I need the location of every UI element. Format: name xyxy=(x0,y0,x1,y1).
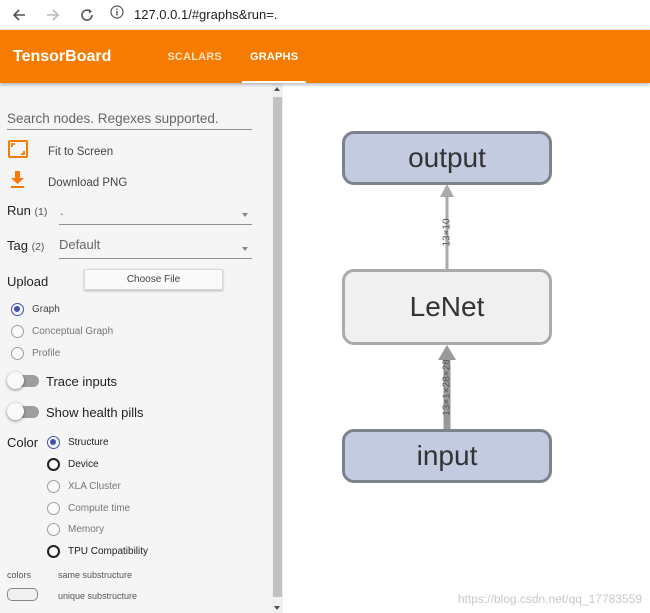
radio-button[interactable] xyxy=(47,502,60,515)
radio-color-compute-time[interactable]: Compute time xyxy=(47,502,130,515)
tag-label: Tag (2) xyxy=(7,238,45,253)
health-pills-toggle[interactable]: Show health pills xyxy=(7,403,144,420)
fit-to-screen-label: Fit to Screen xyxy=(48,145,114,158)
radio-color-memory[interactable]: Memory xyxy=(47,523,104,536)
tag-select[interactable]: Default xyxy=(59,237,252,259)
edge-label-input: 13×1×28×28 xyxy=(441,359,453,416)
radio-button[interactable] xyxy=(47,480,60,493)
info-icon[interactable] xyxy=(110,5,124,24)
edge-arrow xyxy=(438,345,456,360)
address-bar[interactable]: 127.0.0.1/#graphs&run=. xyxy=(110,5,277,24)
watermark: https://blog.csdn.net/qq_17783559 xyxy=(457,592,642,606)
download-png-label: Download PNG xyxy=(48,176,128,189)
legend-same-substructure: same substructure xyxy=(58,570,133,580)
radio-button[interactable] xyxy=(47,458,60,471)
radio-button[interactable] xyxy=(47,523,60,536)
choose-file-button[interactable]: Choose File xyxy=(84,269,223,290)
chevron-down-icon xyxy=(242,213,248,217)
radio-button[interactable] xyxy=(47,545,60,558)
scroll-down-icon[interactable] xyxy=(274,606,280,610)
radio-button[interactable] xyxy=(47,436,60,449)
graph-edges xyxy=(438,184,456,429)
upload-label: Upload xyxy=(7,274,49,289)
run-count: (1) xyxy=(34,206,48,218)
legend-unique-substructure: unique substructure xyxy=(58,591,138,601)
back-icon[interactable] xyxy=(8,4,30,26)
radio-color-device[interactable]: Device xyxy=(47,458,99,471)
scrollbar-thumb[interactable] xyxy=(273,97,282,597)
radio-button[interactable] xyxy=(11,303,24,316)
trace-inputs-toggle[interactable]: Trace inputs xyxy=(7,372,118,389)
tab-graphs[interactable]: GRAPHS xyxy=(241,30,307,83)
radio-conceptual-graph[interactable]: Conceptual Graph xyxy=(11,325,113,338)
radio-color-structure[interactable]: Structure xyxy=(47,436,109,449)
search-input[interactable] xyxy=(7,108,252,130)
edge-label-output: 13×10 xyxy=(441,218,453,247)
toggle-switch[interactable] xyxy=(7,403,39,420)
download-png-button[interactable]: Download PNG xyxy=(8,171,127,194)
radio-profile[interactable]: Profile xyxy=(11,347,60,360)
legend-colors-label: colors xyxy=(7,570,32,580)
health-pills-label: Show health pills xyxy=(46,404,144,420)
radio-button[interactable] xyxy=(11,347,24,360)
scroll-up-icon[interactable] xyxy=(274,87,280,91)
app-title: TensorBoard xyxy=(13,47,112,65)
toggle-switch[interactable] xyxy=(7,372,39,389)
url-text[interactable]: 127.0.0.1/#graphs&run=. xyxy=(134,7,278,22)
graph-node-lenet[interactable]: LeNet xyxy=(342,269,552,345)
edge-arrow xyxy=(440,184,454,197)
trace-inputs-label: Trace inputs xyxy=(46,373,118,389)
tab-scalars[interactable]: SCALARS xyxy=(167,50,222,63)
browser-toolbar: 127.0.0.1/#graphs&run=. xyxy=(0,0,650,30)
color-label: Color xyxy=(7,435,39,450)
radio-color-tpu-compatibility[interactable]: TPU Compatibility xyxy=(47,545,148,558)
forward-icon[interactable] xyxy=(42,4,64,26)
tag-select-value: Default xyxy=(59,237,101,252)
download-icon xyxy=(8,171,28,194)
radio-color-xla-cluster[interactable]: XLA Cluster xyxy=(47,480,121,493)
run-label: Run (1) xyxy=(7,203,48,218)
chevron-down-icon xyxy=(242,247,248,251)
graph-node-input[interactable]: input xyxy=(342,429,552,483)
tag-count: (2) xyxy=(31,241,45,253)
run-select[interactable]: . xyxy=(59,203,252,225)
fit-to-screen-button[interactable]: Fit to Screen xyxy=(8,140,113,163)
graph-node-output[interactable]: output xyxy=(342,131,552,185)
reload-icon[interactable] xyxy=(76,4,98,26)
app-header: TensorBoard SCALARS GRAPHS xyxy=(0,30,650,83)
fit-screen-icon xyxy=(8,140,28,163)
legend-unique-swatch xyxy=(7,588,38,601)
graph-canvas[interactable]: output 13×10 LeNet 13×1×28×28 input http… xyxy=(283,83,650,613)
radio-button[interactable] xyxy=(11,325,24,338)
sidebar-scrollbar[interactable] xyxy=(272,83,283,613)
sidebar: Fit to Screen Download PNG Run (1) . Tag… xyxy=(0,83,272,613)
radio-graph[interactable]: Graph xyxy=(11,303,60,316)
run-select-value: . xyxy=(60,203,64,218)
